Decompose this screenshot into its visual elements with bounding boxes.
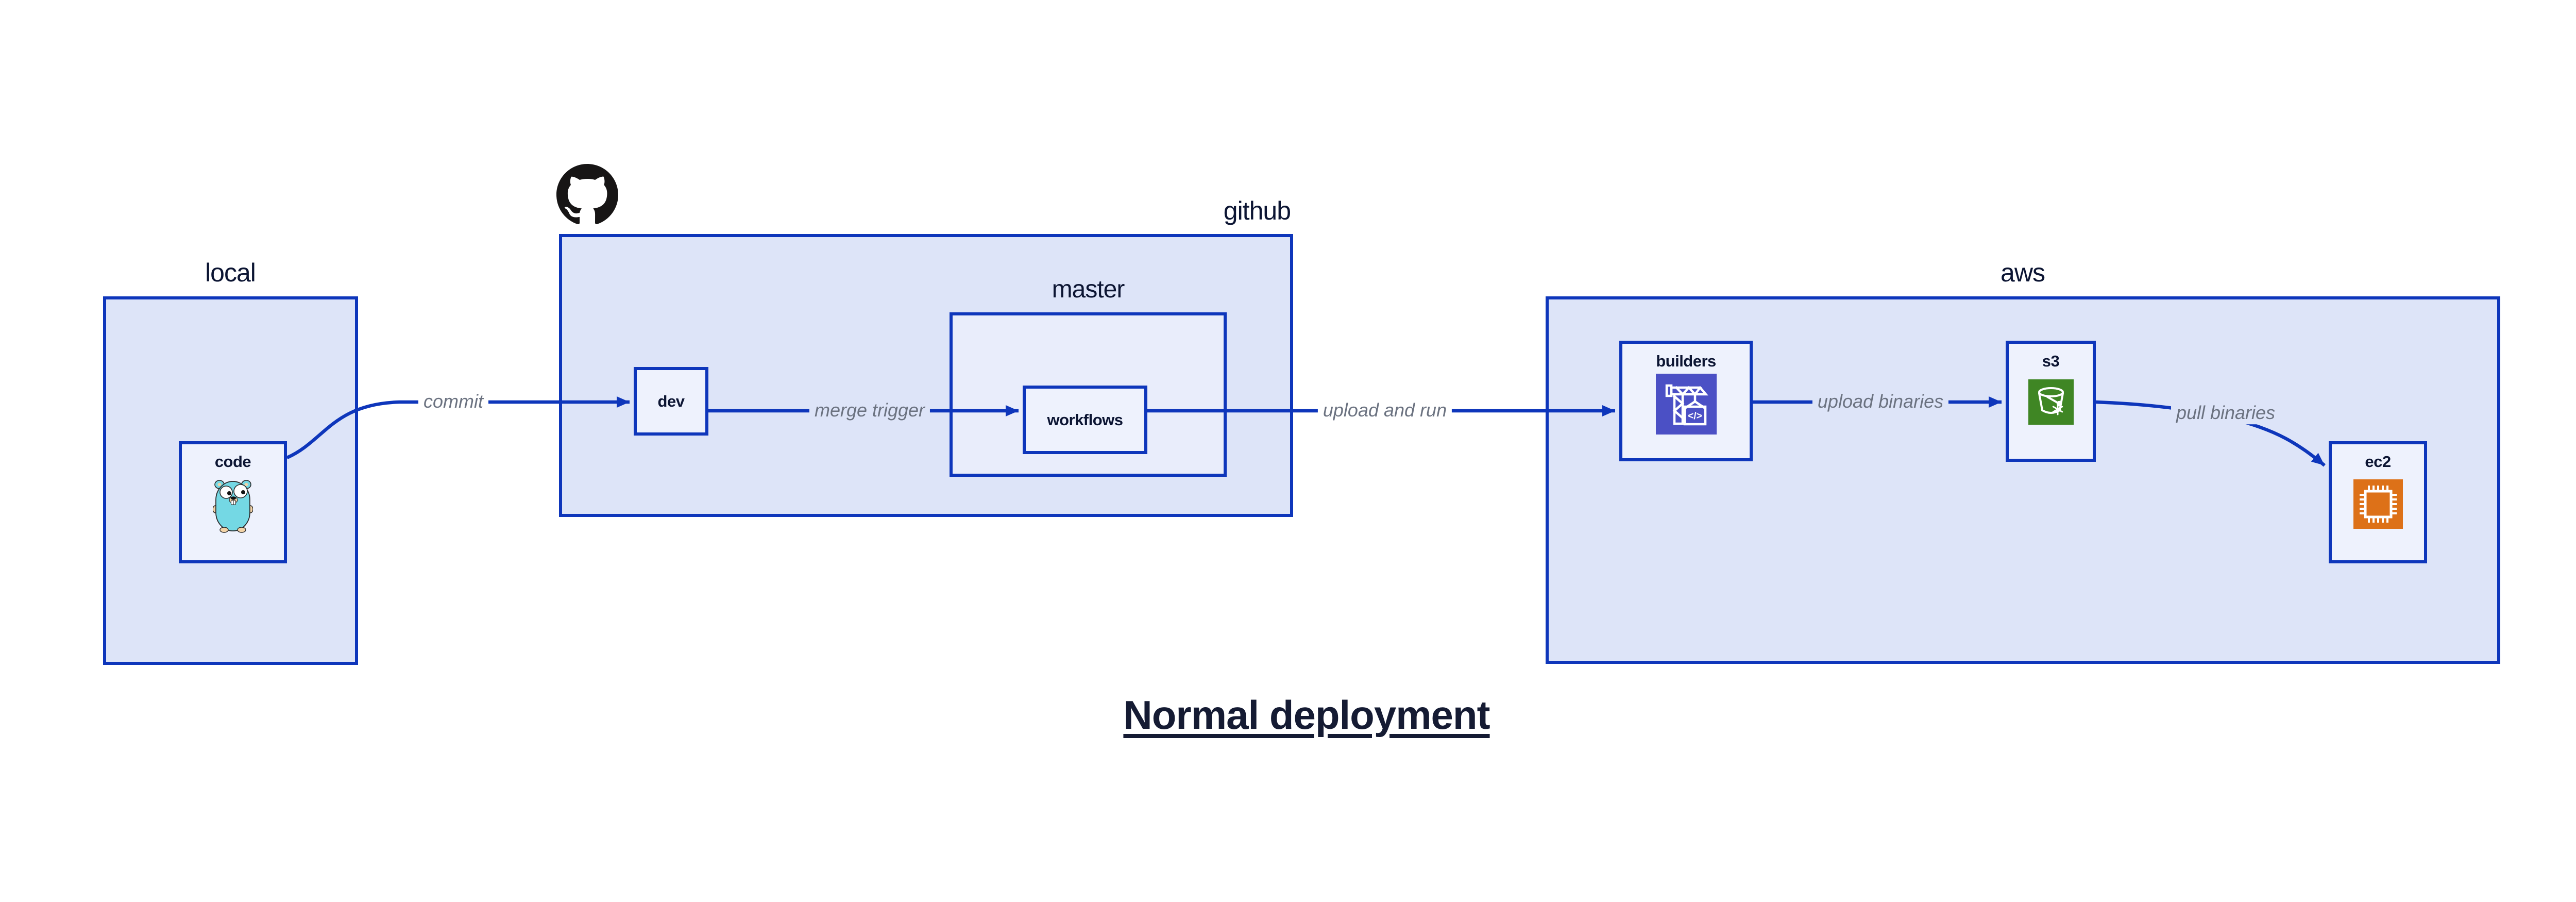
node-code: code [179, 441, 287, 563]
container-master-label: master [1052, 276, 1125, 303]
node-workflows-label: workflows [1047, 410, 1123, 429]
edge-label-pull-binaries: pull binaries [2171, 402, 2281, 424]
node-code-label: code [214, 453, 251, 471]
container-aws-label: aws [2001, 258, 2045, 287]
node-dev-label: dev [657, 392, 685, 410]
ec2-chip-icon [2353, 479, 2403, 529]
node-builders: builders </> [1619, 341, 1753, 461]
container-github-label: github [1223, 196, 1291, 225]
node-s3: s3 [2006, 341, 2096, 462]
svg-text:</>: </> [1688, 411, 1702, 422]
edge-label-upload-binaries: upload binaries [1812, 390, 1949, 413]
node-builders-label: builders [1656, 352, 1716, 370]
node-dev: dev [634, 367, 708, 436]
node-workflows: workflows [1023, 386, 1147, 454]
node-ec2: ec2 [2329, 441, 2427, 563]
edge-label-commit: commit [418, 390, 488, 413]
diagram-title: Normal deployment [1123, 692, 1490, 738]
codebuild-crane-icon: </> [1655, 374, 1717, 435]
go-gopher-icon [213, 476, 253, 534]
node-ec2-label: ec2 [2365, 453, 2391, 471]
edge-label-upload-and-run: upload and run [1317, 399, 1452, 422]
node-s3-label: s3 [2042, 352, 2060, 370]
container-local-label: local [205, 258, 256, 287]
s3-bucket-icon [2028, 379, 2074, 425]
edge-label-merge-trigger: merge trigger [809, 399, 930, 422]
github-octocat-icon [556, 164, 618, 226]
